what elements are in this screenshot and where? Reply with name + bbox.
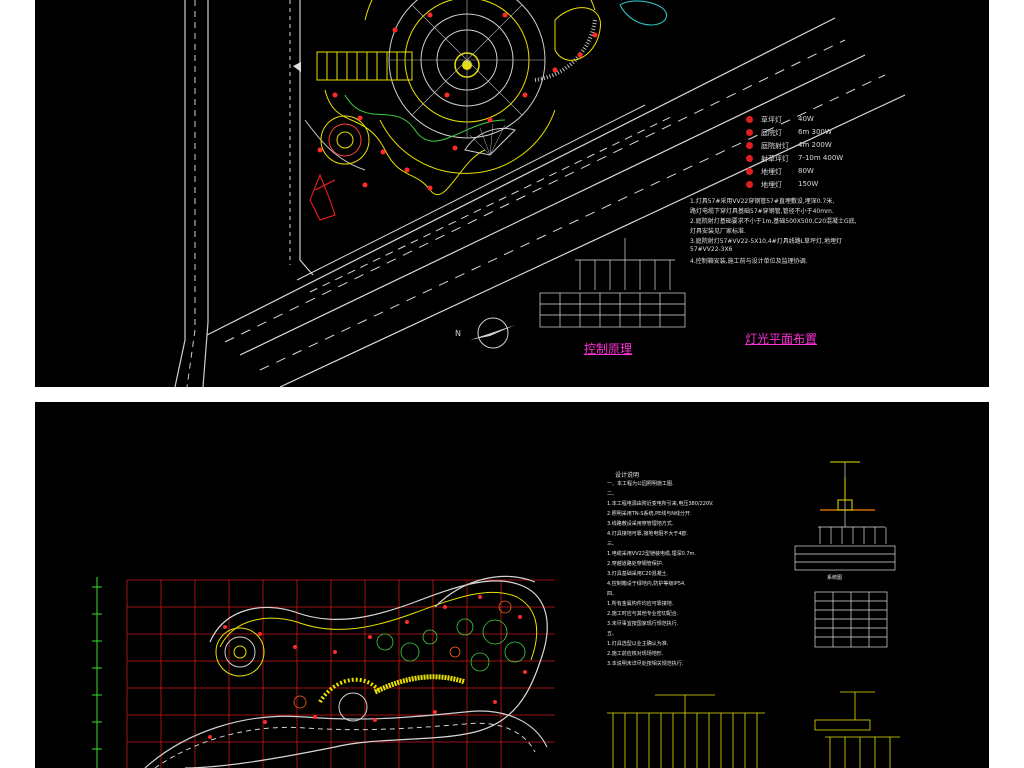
note-line: 2.穿越道路处穿钢管保护.	[607, 561, 664, 567]
note-line: 4.灯具接地可靠,接地电阻不大于4欧.	[607, 531, 689, 537]
note-line: 1.灯具57#采用VV22穿钢管57#直埋敷设,埋深0.7米,	[690, 198, 835, 205]
legend-value: 7-10m 400W	[798, 154, 844, 162]
note-line: 57#VV22-3X6	[690, 246, 733, 253]
note-line: 路灯电缆下穿灯具基础57#穿钢管,管径不小于40mm.	[690, 208, 834, 215]
legend-value: 4m 200W	[798, 141, 832, 149]
legend-name: 射草坪灯	[761, 155, 789, 163]
note-line: 3.线路敷设采用穿管埋地方式.	[607, 521, 674, 527]
note-line: 1.灯具选型以业主确认为准.	[607, 641, 669, 647]
note-line: 2.照明采用TN-S系统,PE线与N线分开.	[607, 511, 692, 517]
note-line: 4.控制箱安装,施工前与设计单位及监理协调.	[690, 258, 808, 265]
site-plan-linework: N	[174, 0, 906, 387]
note-line: 五、	[607, 631, 618, 637]
design-notes: 设计说明 一、本工程为公园照明施工图. 二、 1.本工程电源由附近变电所引来,电…	[607, 470, 777, 690]
legend-value: 150W	[798, 180, 819, 188]
lamp-symbol-icon	[746, 155, 753, 162]
legend-value: 40W	[798, 115, 814, 123]
note-line: 3.未尽事宜按国家现行规范执行.	[607, 621, 679, 627]
legend-value: 6m 300W	[798, 128, 832, 136]
system-diagram-caption: 系统图	[827, 575, 843, 581]
svg-text:N: N	[455, 329, 461, 338]
lighting-plan-drawing: N 草坪灯 40W	[35, 0, 989, 387]
note-line: 2.庭院射灯基础要求不小于1m,基础500X500,C20混凝土G底,	[690, 218, 857, 225]
note-line: 一、本工程为公园照明施工图.	[607, 481, 674, 487]
note-line: 1.所有金属构件均应可靠接地.	[607, 601, 674, 607]
lighting-notes: 1.灯具57#采用VV22穿钢管57#直埋敷设,埋深0.7米, 路灯电缆下穿灯具…	[690, 196, 890, 276]
lamp-symbol-icon	[746, 142, 753, 149]
park-plan-linework	[92, 461, 900, 768]
legend-name: 庭院灯	[761, 129, 782, 137]
control-principle-title: 控制原理	[584, 342, 633, 356]
note-line: 4.控制箱设于绿地内,防护等级IP54.	[607, 581, 686, 587]
note-line: 3.本说明未详尽处按相关规范执行.	[607, 661, 684, 667]
note-line: 四、	[607, 591, 618, 597]
legend-value: 80W	[798, 167, 814, 175]
note-line: 灯具安装见厂家标准.	[690, 228, 746, 235]
lighting-layout-title: 灯光平面布置	[745, 332, 818, 346]
lamp-symbol-icon	[746, 116, 753, 123]
note-line: 二、	[607, 491, 618, 497]
lamp-symbol-icon	[746, 129, 753, 136]
legend-name: 地埋灯	[761, 168, 782, 176]
lamp-legend: 草坪灯 40W 庭院灯 6m 300W 庭院射灯 4m 200W 射草坪灯 7-…	[746, 115, 886, 195]
note-line: 3.庭院射灯57#VV22-5X10,4#灯具线路L草坪灯,地埋灯	[690, 238, 842, 245]
note-line: 2.施工前应核对现场地形.	[607, 651, 664, 657]
control-schematic	[539, 238, 686, 328]
note-line: 1.电缆采用VV22型铠装电缆,埋深0.7m.	[607, 551, 696, 557]
note-line: 1.本工程电源由附近变电所引来,电压380/220V.	[607, 501, 714, 507]
legend-name: 庭院射灯	[761, 142, 789, 150]
note-line: 2.施工时应与其他专业密切配合.	[607, 611, 679, 617]
system-diagram	[794, 462, 896, 648]
note-line: 3.灯具基础采用C20混凝土.	[607, 571, 669, 577]
lighting-plan-sheet: 设计说明 一、本工程为公园照明施工图. 二、 1.本工程电源由附近变电所引来,电…	[35, 402, 989, 768]
notes-heading: 设计说明	[615, 472, 640, 479]
note-line: 三、	[607, 541, 618, 547]
legend-name: 地埋灯	[761, 181, 782, 189]
lamp-symbol-icon	[746, 168, 753, 175]
lamp-symbol-icon	[746, 181, 753, 188]
legend-name: 草坪灯	[761, 116, 782, 124]
